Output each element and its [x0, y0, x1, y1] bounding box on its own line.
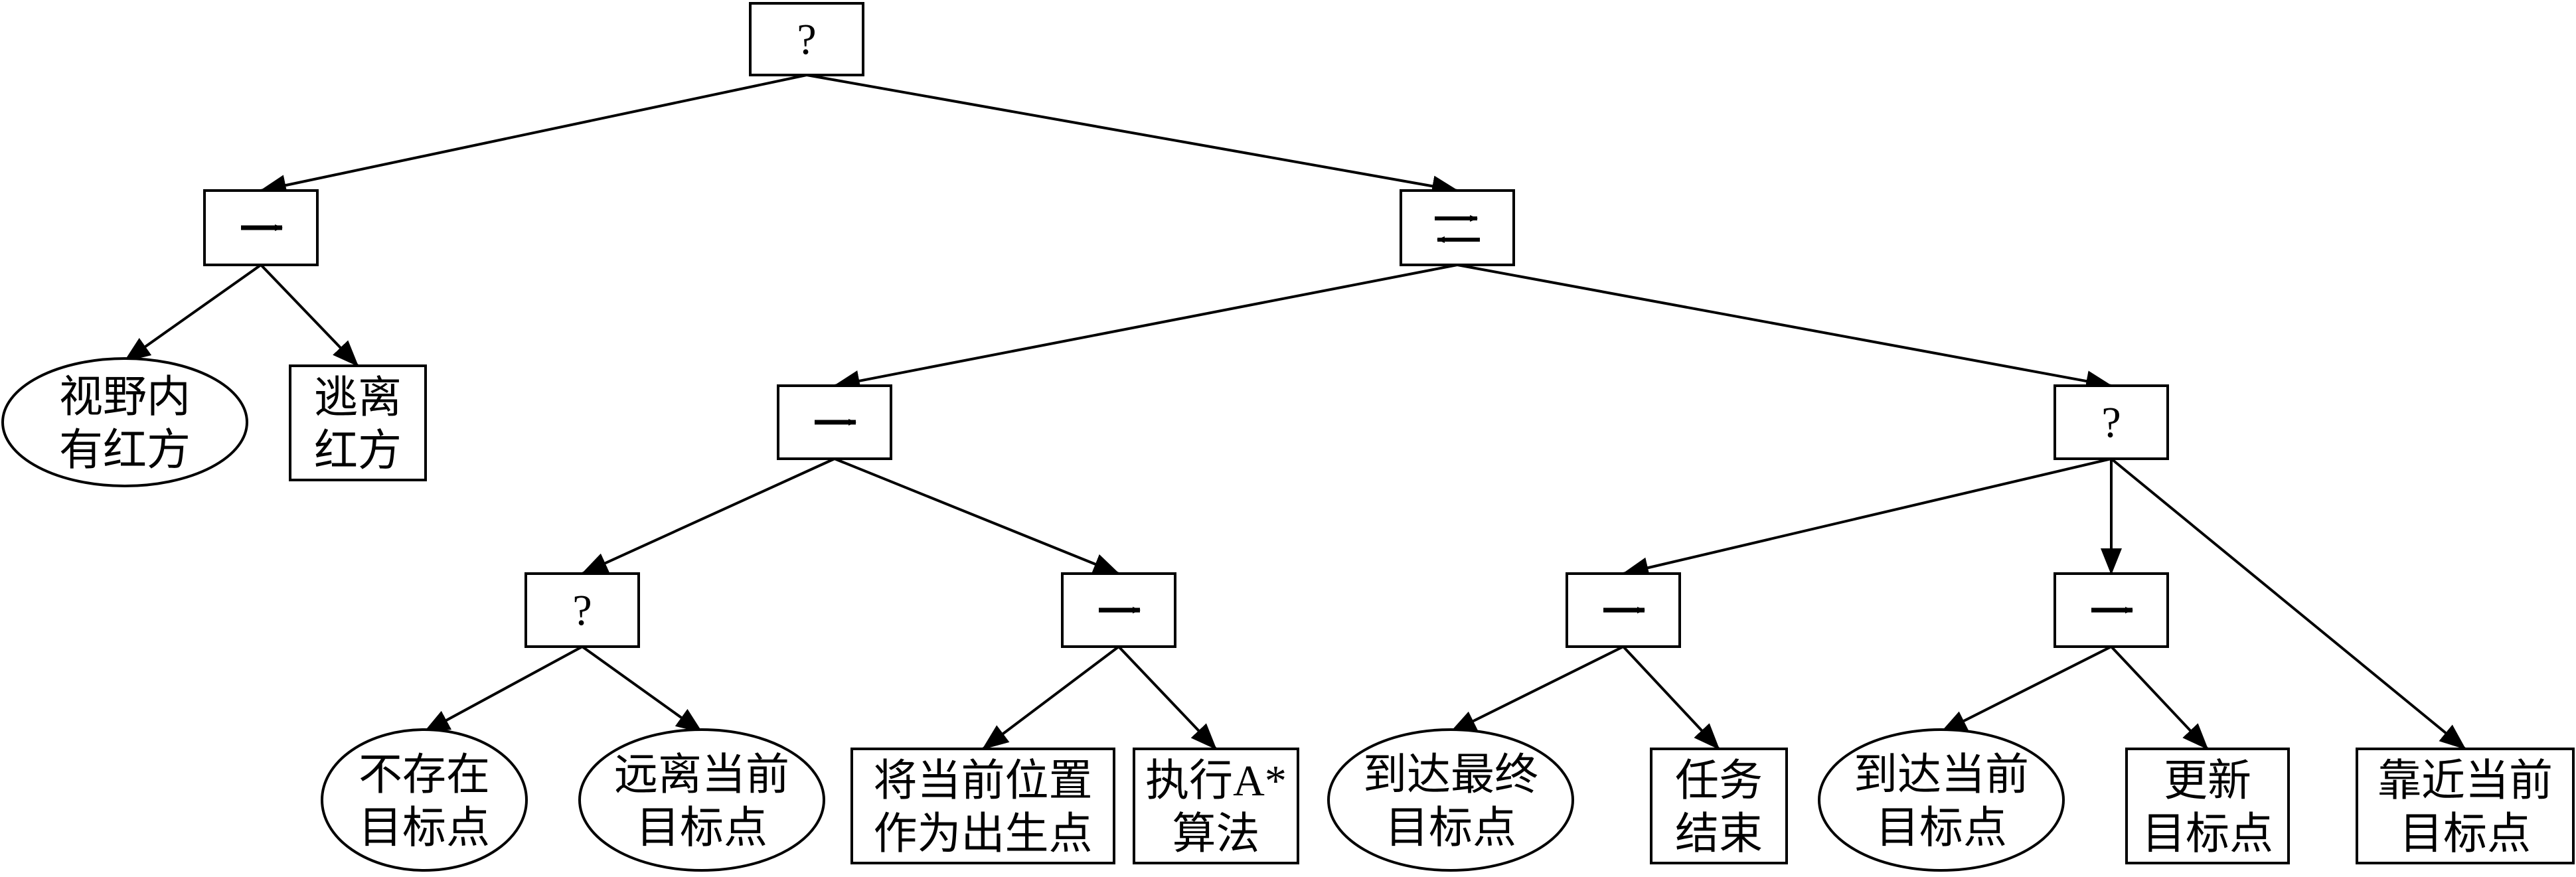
- node-label-line: 到达最终: [1363, 751, 1538, 799]
- node-label-line: 目标点: [1876, 804, 2007, 852]
- edge-seq_left-to-act_escape_red: [260, 264, 359, 367]
- node-seq_r1: [1566, 572, 1681, 648]
- node-label-line: 红方: [314, 427, 402, 475]
- edges: [123, 74, 2466, 750]
- selector-symbol: ?: [797, 15, 816, 64]
- edge-seq_r1-to-act_task_end: [1622, 645, 1720, 750]
- node-label-line: 远离当前: [614, 751, 789, 799]
- node-seq_mid: [777, 384, 892, 460]
- condition-ellipse: [1, 357, 248, 487]
- node-label-line: 作为出生点: [874, 810, 1093, 858]
- node-label-line: 到达当前: [1854, 751, 2029, 799]
- node-box: [2356, 748, 2575, 864]
- node-label-line: 目标点: [1385, 804, 1516, 852]
- node-box: [524, 572, 640, 648]
- node-box: [1400, 189, 1515, 266]
- node-act_astar: 执行A* 算法: [1133, 748, 1299, 864]
- edge-seq_r2-to-act_update_target: [2110, 645, 2209, 750]
- selector-symbol: ?: [572, 586, 592, 635]
- node-label-line: 目标点: [2142, 810, 2273, 858]
- node-label-line: 执行A*: [1145, 757, 1287, 805]
- node-box: [850, 748, 1115, 864]
- condition-ellipse: [1327, 728, 1574, 872]
- node-label-line: 任务: [1675, 757, 1763, 805]
- edge-root-to-parallel: [806, 74, 1459, 197]
- condition-ellipse: [321, 728, 528, 872]
- node-sel_right: ?: [2053, 384, 2169, 460]
- node-root: ?: [749, 2, 864, 76]
- node-parallel: [1400, 189, 1515, 266]
- node-seq_mid2: [1061, 572, 1176, 648]
- edge-sel_mid-to-cond_no_target: [423, 645, 583, 734]
- edge-seq_r1-to-cond_reach_final: [1449, 645, 1624, 734]
- node-box: [2125, 748, 2290, 864]
- selector-symbol: ?: [2101, 398, 2121, 447]
- node-box: [1650, 748, 1788, 864]
- node-label-line: 将当前位置: [874, 757, 1093, 805]
- edge-seq_mid-to-sel_mid: [581, 457, 835, 575]
- edge-seq_left-to-cond_red_in_view: [123, 264, 262, 362]
- node-seq_left: [203, 189, 319, 266]
- node-box: [749, 2, 864, 76]
- edge-seq_mid2-to-act_astar: [1117, 645, 1217, 750]
- edge-sel_right-to-seq_r1: [1622, 457, 2112, 578]
- node-label-line: 算法: [1172, 810, 1260, 858]
- node-label-line: 目标点: [359, 804, 490, 852]
- node-label-line: 靠近当前: [2377, 757, 2553, 805]
- node-box: [1133, 748, 1299, 864]
- node-label-line: 目标点: [2399, 810, 2531, 858]
- node-sel_mid: ?: [524, 572, 640, 648]
- node-label-line: 有红方: [59, 426, 191, 475]
- node-label-line: 结束: [1675, 810, 1763, 858]
- node-label-line: 视野内: [59, 373, 191, 422]
- edge-seq_mid2-to-act_set_spawn: [981, 645, 1120, 750]
- edge-seq_r2-to-cond_reach_current: [1940, 645, 2112, 734]
- node-label-line: 逃离: [314, 374, 402, 422]
- condition-ellipse: [1818, 728, 2065, 872]
- edge-root-to-seq_left: [260, 74, 807, 196]
- edge-sel_mid-to-cond_far_target: [581, 645, 703, 734]
- condition-ellipse: [578, 728, 825, 872]
- edge-sel_right-to-act_approach_target: [2110, 457, 2466, 750]
- edge-seq_mid-to-seq_mid2: [834, 457, 1120, 575]
- node-box: [289, 364, 427, 481]
- edge-parallel-to-seq_mid: [833, 264, 1458, 392]
- node-label-line: 目标点: [636, 804, 767, 852]
- node-seq_r2: [2053, 572, 2169, 648]
- node-box: [2053, 384, 2169, 460]
- node-label-line: 不存在: [359, 751, 490, 799]
- edge-parallel-to-sel_right: [1457, 264, 2113, 392]
- node-label-line: 更新: [2164, 757, 2251, 805]
